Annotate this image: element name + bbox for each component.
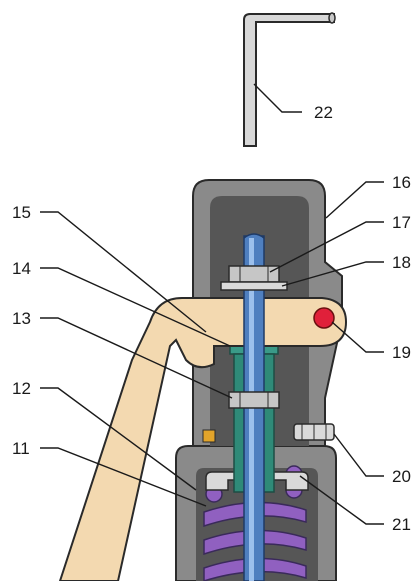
pivot-pin [313,307,335,329]
hex-key [243,12,336,147]
callout-19: 19 [392,343,411,362]
callout-17: 17 [392,213,411,232]
callout-13: 13 [12,309,31,328]
callout-16: 16 [392,173,411,192]
callout-18: 18 [392,253,411,272]
callout-22: 22 [314,103,333,122]
callout-21: 21 [392,515,411,534]
spring-seat [205,471,309,491]
lock-nut [228,265,280,283]
leader-lines [40,83,384,525]
callout-12: 12 [12,379,31,398]
callout-20: 20 [392,467,411,486]
washer [220,281,288,291]
callout-11: 11 [12,439,30,458]
callout-15: 15 [12,203,31,222]
adjusting-nut [228,391,280,409]
side-screw [293,423,335,441]
callout-14: 14 [12,259,31,278]
